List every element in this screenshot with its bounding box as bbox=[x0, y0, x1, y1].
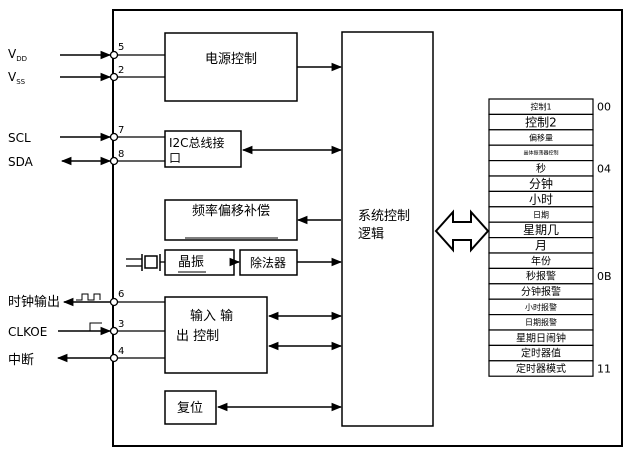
pin-vdd-number: 5 bbox=[118, 42, 124, 53]
crystal-label: 晶振 bbox=[178, 255, 204, 270]
register-address: 00 bbox=[597, 101, 611, 114]
pin-scl-number: 7 bbox=[118, 125, 124, 136]
i2c-interface-label-line1: I2C总线接 bbox=[169, 135, 225, 150]
pin-vss-terminal bbox=[109, 72, 119, 82]
pin-clkoe-waveform bbox=[80, 322, 102, 332]
register-file: 控制1 控制2 偏移量晶体振荡器控制秒分钟小时日期星期几月年份秒报警分钟报警小时报警… bbox=[488, 98, 594, 377]
register-addresses: 00 04 0B 11 bbox=[597, 101, 612, 376]
register-label: 小时报警 bbox=[525, 302, 557, 312]
divider-block bbox=[239, 249, 298, 276]
pin-clkoe-label: CLKOE bbox=[8, 325, 47, 339]
register-address: 0B bbox=[597, 270, 612, 283]
pin-int-label: 中断 bbox=[8, 353, 34, 368]
register-label: 年份 bbox=[531, 254, 551, 267]
register-label: 日期报警 bbox=[525, 317, 557, 327]
pin-sda-label: SDA bbox=[8, 155, 34, 169]
register-address: 04 bbox=[597, 162, 611, 175]
pin-sda-number: 8 bbox=[118, 149, 124, 160]
pin-clkoe-terminal bbox=[109, 326, 119, 336]
register-label: 日期 bbox=[533, 210, 549, 219]
register-label: 秒报警 bbox=[526, 270, 556, 283]
register-label: 秒 bbox=[536, 162, 546, 175]
register-label: 月 bbox=[535, 239, 547, 253]
pin-clkout-terminal bbox=[109, 297, 119, 307]
divider-label: 除法器 bbox=[250, 255, 286, 270]
pin-scl-terminal bbox=[109, 132, 119, 142]
pin-clkout-label: 时钟输出 bbox=[8, 294, 60, 310]
i2c-interface-label-line2: 口 bbox=[169, 151, 181, 165]
register-label: 分钟 bbox=[529, 176, 553, 191]
reset-label: 复位 bbox=[177, 401, 203, 416]
io-control-label-line2: 出 控制 bbox=[176, 329, 219, 344]
register-label: 分钟报警 bbox=[521, 285, 561, 298]
io-control-label-line1: 输入 输 bbox=[190, 308, 233, 324]
register-label: 定时器模式 bbox=[516, 362, 566, 375]
chip-outline bbox=[112, 9, 623, 447]
pin-vdd-terminal bbox=[109, 50, 119, 60]
register-label: 偏移量 bbox=[529, 132, 553, 142]
register-label: 控制2 bbox=[525, 115, 557, 129]
pin-clkout-waveform bbox=[76, 293, 101, 301]
register-address: 11 bbox=[597, 363, 611, 376]
io-control-block bbox=[164, 296, 268, 374]
reset-block bbox=[164, 390, 217, 425]
pin-int-terminal bbox=[109, 353, 119, 363]
offset-compensation-block bbox=[164, 199, 298, 241]
crystal-symbol bbox=[144, 255, 158, 269]
system-logic-block bbox=[341, 31, 434, 427]
register-label: 控制1 bbox=[530, 102, 551, 112]
register-label: 小时 bbox=[529, 192, 553, 206]
power-control-block bbox=[164, 32, 298, 102]
register-label: 晶体振荡器控制 bbox=[523, 150, 558, 157]
crystal-block bbox=[164, 249, 235, 276]
pin-vss-number: 2 bbox=[118, 65, 124, 76]
pin-sda-terminal bbox=[109, 156, 119, 166]
i2c-interface-block bbox=[164, 130, 242, 168]
pin-scl-label: SCL bbox=[8, 131, 31, 145]
pin-int-number: 4 bbox=[118, 346, 124, 357]
power-control-label: 电源控制 bbox=[205, 52, 257, 67]
offset-compensation-label: 频率偏移补偿 bbox=[192, 203, 270, 219]
register-label: 定时器值 bbox=[521, 347, 561, 360]
pin-clkoe-number: 3 bbox=[118, 319, 124, 330]
pin-vss-label: VSS bbox=[8, 70, 26, 86]
logic-register-bus-arrow bbox=[434, 209, 490, 253]
register-label: 星期几 bbox=[523, 223, 559, 237]
pin-vdd-label: VDD bbox=[8, 47, 27, 63]
system-logic-label-line2: 逻辑 bbox=[358, 227, 384, 242]
register-label: 星期日闹钟 bbox=[516, 331, 566, 344]
pin-clkout-number: 6 bbox=[118, 289, 124, 300]
register-row bbox=[488, 360, 594, 377]
system-logic-label-line1: 系统控制 bbox=[358, 209, 410, 224]
